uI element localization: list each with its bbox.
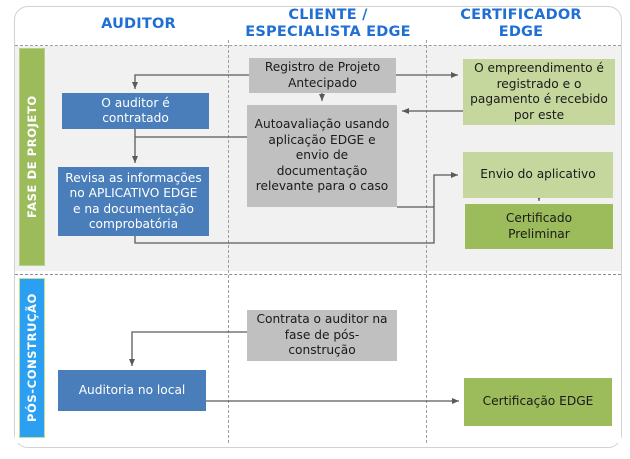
column-separator-1 bbox=[228, 40, 229, 443]
node-empreendimento-registrado-pagamento-recebido[interactable]: O empreendimento é registrado e o pagame… bbox=[463, 59, 615, 125]
phase-separator bbox=[15, 274, 621, 275]
node-contrata-auditor-fase-pos-construcao[interactable]: Contrata o auditor na fase de pós- const… bbox=[247, 310, 397, 361]
column-separator-2 bbox=[426, 40, 427, 443]
node-auditoria-no-local[interactable]: Auditoria no local bbox=[58, 370, 206, 411]
node-envio-do-aplicativo[interactable]: Envio do aplicativo bbox=[463, 152, 613, 198]
node-certificacao-edge[interactable]: Certificação EDGE bbox=[464, 378, 612, 426]
node-revisa-informacoes-aplicativo-edge[interactable]: Revisa as informações no APLICATIVO EDGE… bbox=[58, 167, 209, 236]
node-certificado-preliminar[interactable]: Certificado Preliminar bbox=[465, 204, 613, 249]
column-header-certificador: CERTIFICADOR EDGE bbox=[460, 7, 582, 40]
phase-label-pos-construcao: PÓS-CONSTRUÇÃO bbox=[19, 278, 45, 438]
node-o-auditor-e-contratado[interactable]: O auditor é contratado bbox=[62, 93, 209, 129]
column-header-cliente: CLIENTE / ESPECIALISTA EDGE bbox=[245, 7, 411, 40]
column-header-auditor: AUDITOR bbox=[101, 15, 176, 32]
phase-label-fase-de-projeto: FASE DE PROJETO bbox=[19, 48, 45, 266]
header-separator bbox=[15, 45, 621, 46]
node-autoavaliacao-aplicacao-edge[interactable]: Autoavaliação usando aplicação EDGE e en… bbox=[247, 105, 397, 207]
node-registro-de-projeto-antecipado[interactable]: Registro de Projeto Antecipado bbox=[249, 58, 396, 93]
